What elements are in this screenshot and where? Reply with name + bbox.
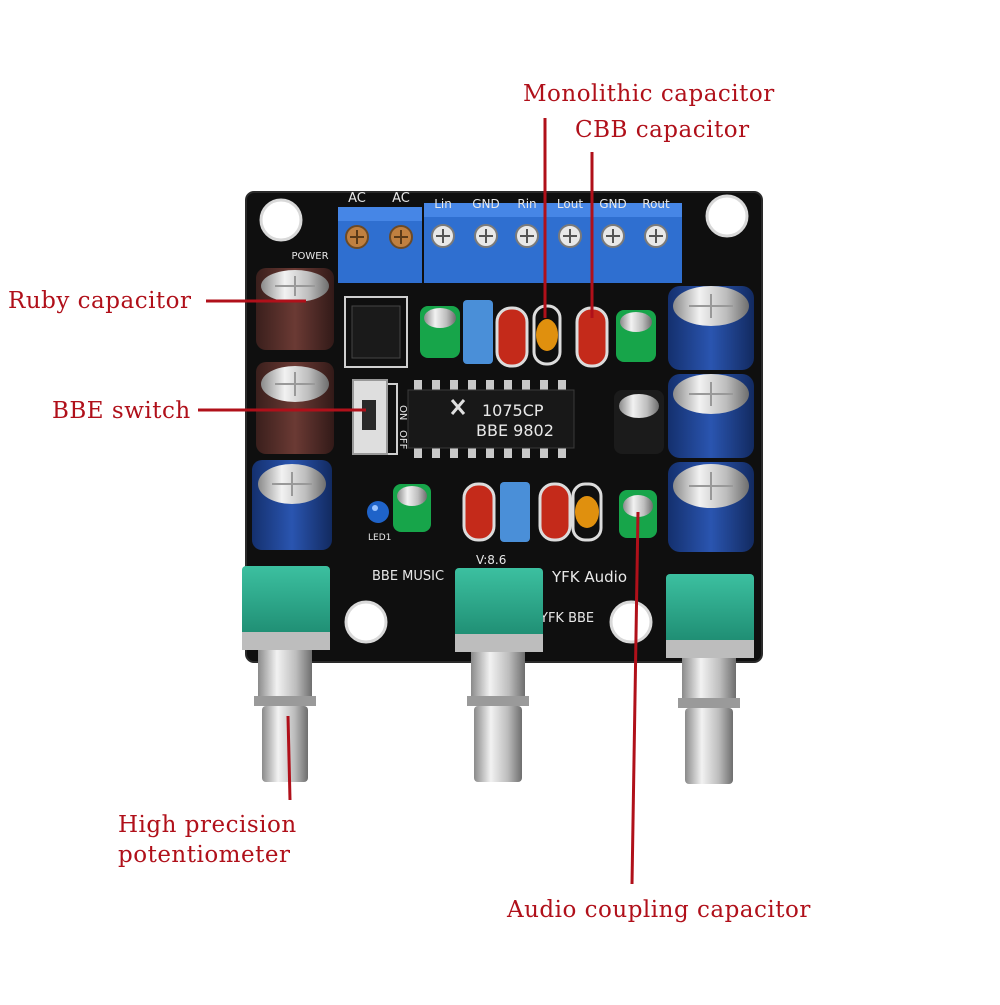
blue-led	[367, 501, 389, 523]
label-yfk-audio: YFK Audio	[551, 568, 627, 586]
callout-leader-lines	[198, 118, 640, 885]
chip-text-line-2: BBE 9802	[476, 421, 554, 440]
ruby-capacitor-bottom	[256, 362, 334, 454]
blue-film-capacitor-bottom	[500, 482, 530, 542]
blue-film-capacitor-top	[463, 300, 493, 364]
power-terminal-block	[338, 207, 422, 283]
label-on: ON	[397, 405, 408, 420]
blue-electrolytic-right-middle	[668, 374, 754, 458]
label-power: POWER	[291, 251, 328, 262]
green-capacitor-top-left	[420, 306, 460, 358]
label-gnd-1: GND	[472, 197, 500, 211]
label-lout: Lout	[557, 197, 583, 211]
cbb-capacitors	[462, 306, 609, 542]
chip-text-line-1: 1075CP	[482, 401, 544, 420]
potentiometer-right	[666, 574, 754, 784]
label-bbe-music: BBE MUSIC	[372, 569, 444, 584]
blue-electrolytic-right-bottom	[668, 462, 754, 552]
callout-audio-coupling-capacitor: Audio coupling capacitor	[507, 897, 811, 923]
label-ac-2: AC	[392, 191, 410, 206]
blue-electrolytic-right-top	[668, 286, 754, 370]
green-capacitor-bottom-left	[393, 484, 431, 532]
ic-chip	[407, 380, 575, 458]
label-ac-1: AC	[348, 191, 366, 206]
green-capacitor-top-right	[616, 310, 656, 362]
callout-potentiometer-line-2: potentiometer	[118, 842, 291, 868]
bbe-switch-component	[352, 379, 388, 455]
bridge-rectifier	[351, 305, 401, 359]
coupling-leader-line	[630, 511, 640, 885]
label-yfk-bbe: YFK BBE	[539, 611, 594, 626]
blue-electrolytic-left-bottom	[252, 460, 332, 550]
label-gnd-2: GND	[599, 197, 627, 211]
potentiometer-leader-line	[286, 715, 292, 801]
label-off: OFF	[397, 430, 408, 450]
label-rout: Rout	[642, 197, 670, 211]
label-lin: Lin	[434, 197, 452, 211]
label-rin: Rin	[517, 197, 536, 211]
potentiometer-left	[242, 566, 330, 782]
callout-potentiometer-line-1: High precision	[118, 812, 297, 838]
black-capacitor	[614, 390, 664, 454]
callout-monolithic-capacitor: Monolithic capacitor	[523, 81, 775, 107]
callout-bbe-switch: BBE switch	[52, 398, 191, 424]
audio-terminal-block	[424, 203, 682, 283]
callout-cbb-capacitor: CBB capacitor	[575, 117, 750, 143]
monolithic-capacitors	[532, 304, 603, 542]
label-version: V:8.6	[476, 553, 506, 567]
potentiometer-center	[455, 568, 543, 782]
callout-ruby-capacitor: Ruby capacitor	[8, 288, 192, 314]
label-led1: LED1	[368, 533, 391, 543]
ruby-capacitor-top	[256, 268, 334, 350]
